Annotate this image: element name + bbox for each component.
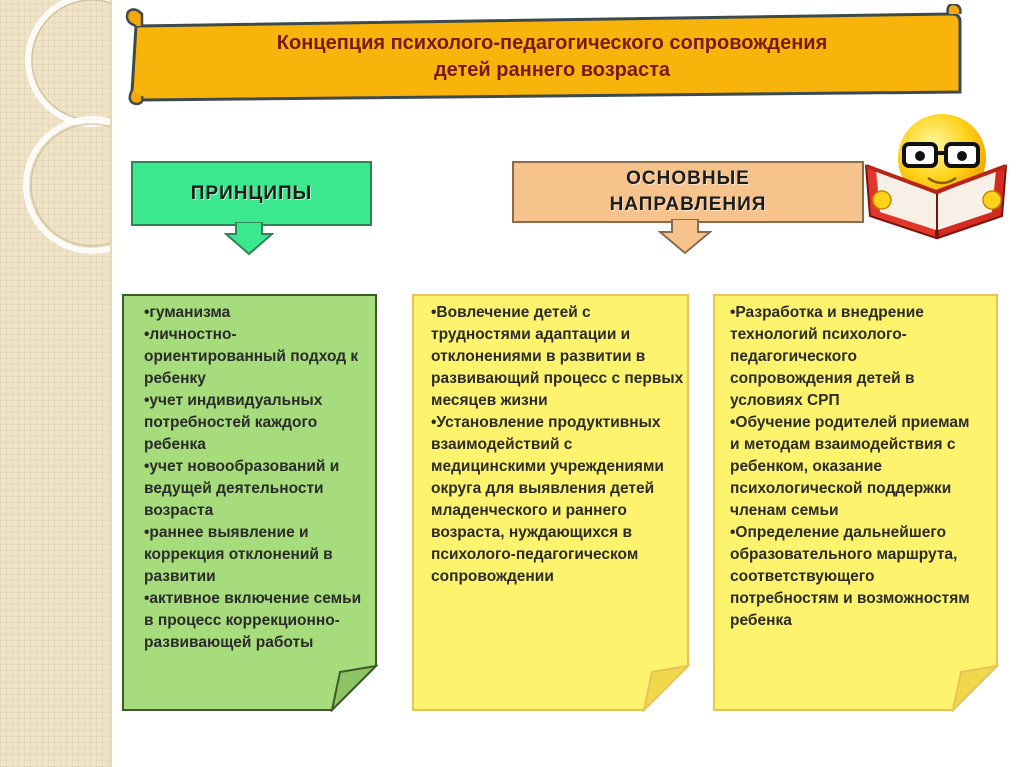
directions-header-line-1: ОСНОВНЫЕ [626,168,750,189]
list-item: •раннее выявление и коррекция отклонений… [144,524,333,585]
directions-list-1: •Вовлечение детей с трудностями адаптаци… [431,302,684,588]
list-item: •Определение дальнейшего образовательног… [730,524,970,629]
scroll-shape [125,4,962,106]
directions-note-2: •Разработка и внедрение технологий психо… [713,294,999,712]
list-item: •Вовлечение детей с трудностями адаптаци… [431,304,684,409]
principles-note: •гуманизма •личностно-ориентированный по… [122,294,378,712]
reading-smiley-icon [864,114,1008,240]
list-item: •Разработка и внедрение технологий психо… [730,304,924,409]
decor-circles [23,0,112,254]
arrow-down-icon [224,222,274,256]
title-line-1: Концепция психолого-педагогического сопр… [276,32,828,54]
note-shape [412,294,690,712]
list-item: •гуманизма [144,304,231,321]
left-decor-strip [0,0,112,767]
directions-list-2: •Разработка и внедрение технологий психо… [730,302,980,632]
directions-note-1: •Вовлечение детей с трудностями адаптаци… [412,294,690,712]
list-item: •личностно-ориентированный подход к ребе… [144,326,359,387]
list-item: •учет новообразований и ведущей деятельн… [144,458,340,519]
principles-header-label: ПРИНЦИПЫ [190,182,313,204]
list-item: •учет индивидуальных потребностей каждог… [144,392,323,453]
list-item: •активное включение семьи в процесс корр… [144,590,362,651]
title-line-2: детей раннего возраста [433,59,671,81]
page-title: Концепция психолого-педагогического сопр… [152,30,952,84]
principles-list: •гуманизма •личностно-ориентированный по… [144,302,369,654]
title-banner: Концепция психолого-педагогического сопр… [122,4,964,108]
note-shape [713,294,999,712]
directions-header: ОСНОВНЫЕ НАПРАВЛЕНИЯ [512,161,864,223]
list-item: •Установление продуктивных взаимодействи… [431,414,664,585]
list-item: •Обучение родителей приемам и методам вз… [730,414,970,519]
arrow-down-icon [658,219,712,255]
directions-header-line-2: НАПРАВЛЕНИЯ [609,194,767,215]
principles-header: ПРИНЦИПЫ [131,161,372,226]
note-shape [122,294,378,712]
